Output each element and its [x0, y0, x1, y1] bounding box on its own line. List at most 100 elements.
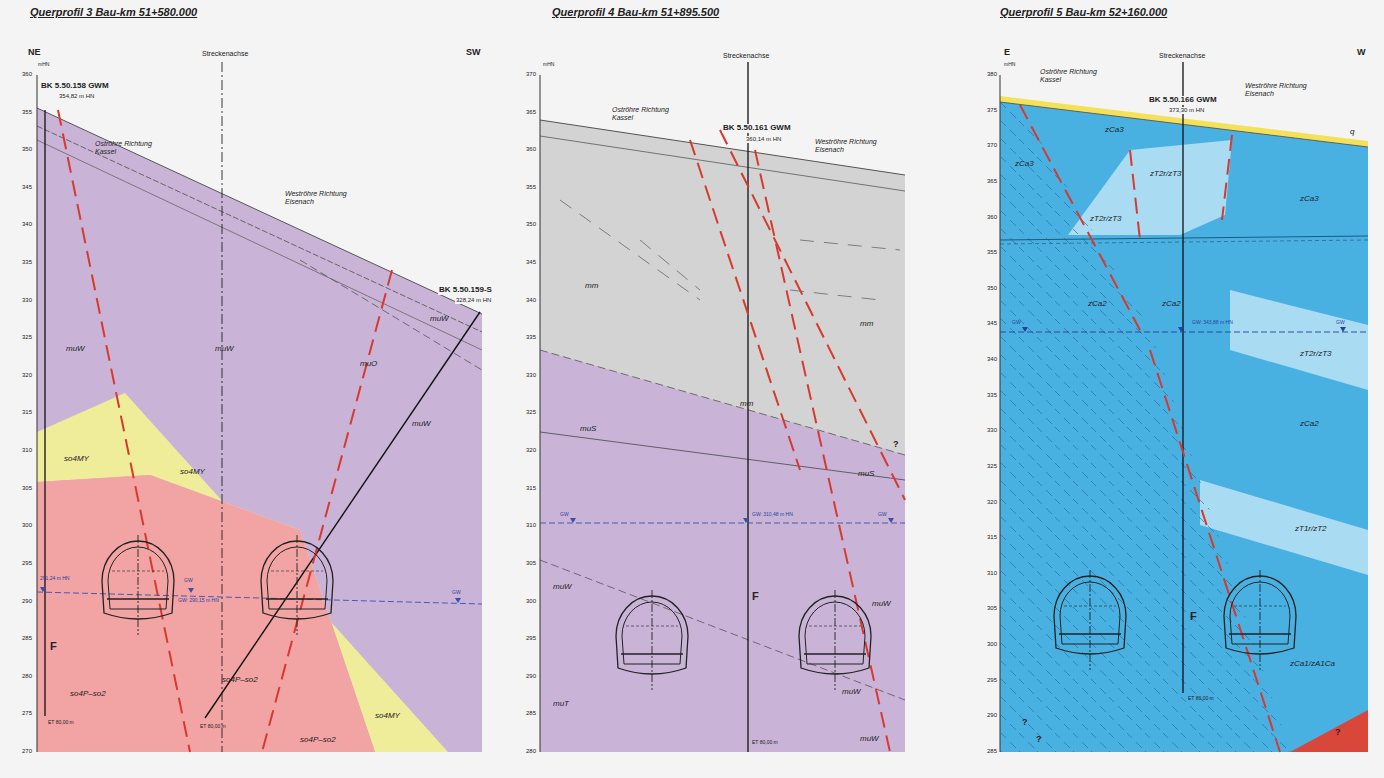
section-label: 380	[987, 71, 997, 78]
section-label: BK 5.50.161 GWM	[722, 124, 792, 133]
section-label: 305	[22, 485, 32, 492]
section-label: 300	[526, 598, 536, 605]
section-label: Weströhre Richtung Eisenach	[815, 138, 885, 153]
section-label: 305	[987, 605, 997, 612]
section-label: Querprofil 4 Bau-km 51+895.500	[552, 6, 719, 18]
section-label: mm	[740, 400, 753, 409]
section-label: zCa3	[1105, 126, 1124, 135]
section-label: 315	[526, 485, 536, 492]
section-label: Querprofil 5 Bau-km 52+160.000	[1000, 6, 1167, 18]
section-label: GW	[452, 590, 461, 596]
section-label: Streckenachse	[722, 52, 770, 60]
section-label: muO	[360, 360, 377, 369]
section-label: Oströhre Richtung Kassel	[612, 106, 674, 121]
section-label: Oströhre Richtung Kassel	[95, 140, 157, 155]
section-label: ET 80,00 m	[752, 740, 778, 746]
section-label: 290	[987, 712, 997, 719]
section-label: 345	[22, 184, 32, 191]
section-label: 270	[22, 748, 32, 755]
section-label: GW	[560, 512, 569, 518]
section-label: zCa3	[1300, 195, 1319, 204]
section-label: 373,30 m HN	[1168, 107, 1205, 114]
section-label: 325	[987, 463, 997, 470]
section-label: BK 5.50.159-S	[438, 286, 493, 295]
section-label: ?	[1036, 735, 1042, 745]
section-label: 325	[22, 334, 32, 341]
section-label: 328,24 m HN	[455, 297, 492, 304]
section-label: Weströhre Richtung Eisenach	[285, 190, 355, 205]
section-label: 325	[526, 409, 536, 416]
section-label: ET 80,00 m	[200, 724, 226, 730]
section-label: F	[50, 640, 57, 652]
section-label: ?	[1335, 728, 1341, 738]
section-label: zT2r/zT3	[1300, 350, 1332, 359]
section-label: 295	[22, 560, 32, 567]
section-label: GW	[878, 512, 887, 518]
section-label: Streckenachse	[201, 50, 249, 58]
section-label: 295	[526, 635, 536, 642]
section-label: Oströhre Richtung Kassel	[1040, 68, 1100, 83]
section-label: 365	[526, 109, 536, 116]
section-label: 375	[987, 107, 997, 114]
section-label: 320	[526, 447, 536, 454]
section-label: zT2r/zT3	[1090, 215, 1122, 224]
section-label: zT2r/zT3	[1150, 170, 1182, 179]
section-label: 345	[526, 259, 536, 266]
section-label: 335	[22, 259, 32, 266]
section-label: 310	[22, 447, 32, 454]
section-label: so4P–so2	[222, 676, 258, 685]
section-label: zCa2	[1162, 300, 1181, 309]
section-label: so4P–so2	[70, 690, 106, 699]
section-label: 335	[526, 334, 536, 341]
section-label: so4MY	[375, 712, 400, 721]
section-label: muS	[580, 425, 596, 434]
section-label: 350	[526, 221, 536, 228]
section-label: muW	[430, 315, 449, 324]
section-label: 300	[22, 522, 32, 529]
section-label: 285	[987, 748, 997, 755]
section-label: 290	[22, 598, 32, 605]
section-label: zT1r/zT2	[1295, 525, 1327, 534]
section-label: 315	[22, 409, 32, 416]
section-label: q	[1350, 128, 1354, 137]
section-label: muW	[215, 345, 234, 354]
section-label: GW	[1012, 320, 1021, 326]
section-label: 360	[987, 214, 997, 221]
section-label: mHN	[543, 62, 554, 68]
section-label: muS	[858, 470, 874, 479]
section-label: muT	[553, 700, 569, 709]
section-label: 330	[526, 372, 536, 379]
section-label: GW	[1336, 320, 1345, 326]
section-label: 310	[987, 570, 997, 577]
section-label: BK 5.50.166 GWM	[1148, 96, 1218, 105]
section-label: 365	[987, 178, 997, 185]
section-label: GW	[184, 578, 193, 584]
section-label: so4P–so2	[300, 736, 336, 745]
section-label: 354,82 m HN	[58, 93, 95, 100]
section-label: 280	[22, 673, 32, 680]
section-label: 350	[987, 285, 997, 292]
section-label: 305	[526, 560, 536, 567]
section-label: muW	[66, 345, 85, 354]
section-label: SW	[466, 48, 481, 58]
section-label: zCa1/zA1Ca	[1290, 660, 1335, 669]
section-label: E	[1004, 48, 1010, 58]
section-label: 295	[987, 677, 997, 684]
section-label: 310	[526, 522, 536, 529]
section-label: W	[1357, 48, 1366, 58]
section-label: zCa2	[1300, 420, 1319, 429]
section-label: F	[1190, 610, 1197, 622]
section-label: muW	[872, 600, 891, 609]
section-label: muW	[553, 583, 572, 592]
section-label: muW	[842, 688, 861, 697]
section-label: 370	[987, 142, 997, 149]
section-label: 340	[22, 221, 32, 228]
section-label: 360	[526, 146, 536, 153]
section-label: NE	[28, 48, 41, 58]
section-label: 290	[526, 673, 536, 680]
section-label: ?	[893, 440, 899, 450]
section-label: 285	[526, 710, 536, 717]
section-label: 355	[22, 109, 32, 116]
section-label: mHN	[1004, 62, 1015, 68]
